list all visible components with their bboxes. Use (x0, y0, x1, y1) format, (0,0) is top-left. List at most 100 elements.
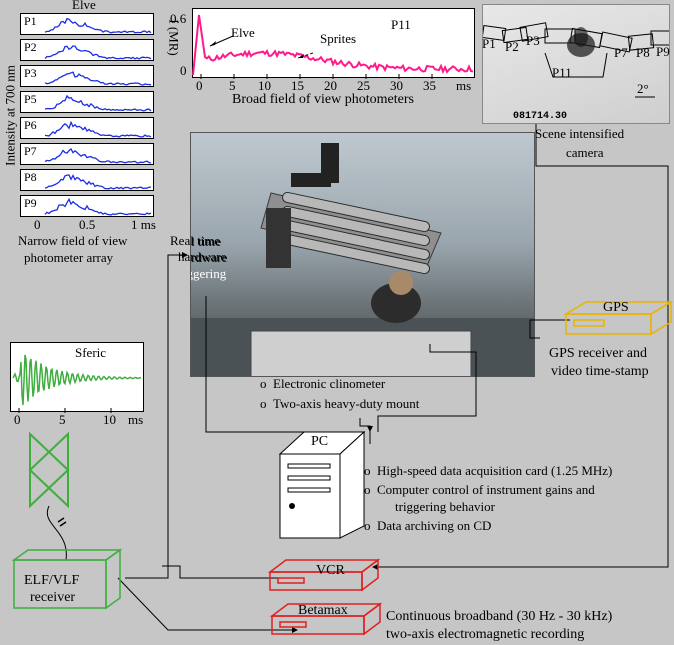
pc-item-2: o Computer control of instrument gains a… (364, 482, 595, 497)
narrow-panel-trace-svg (44, 120, 152, 138)
gps-device (563, 300, 674, 336)
narrow-panel-trace-svg (44, 94, 152, 112)
trigger-line-1-outer: Real time (170, 233, 221, 248)
narrow-panel-trace-svg (44, 174, 152, 190)
gps-caption-1: GPS receiver and (549, 346, 647, 361)
narrow-panel-p9: P9 (20, 195, 154, 217)
camera-caption-2: camera (566, 145, 604, 160)
camera-fov-p8: P8 (636, 45, 650, 60)
broad-caption: Broad field of view photometers (232, 92, 414, 107)
narrow-panel-trace-svg (44, 71, 152, 86)
receiver-device (11, 548, 123, 610)
camera-timestamp: 081714.30 (513, 111, 568, 122)
trigger-line-2: hardware (191, 250, 228, 265)
sferic-label: Sferic (75, 345, 107, 360)
mount-item-2-text: Two-axis heavy-duty mount (273, 396, 420, 411)
broad-xtick-10: 10 (258, 78, 271, 93)
betamax-label: Betamax (298, 603, 348, 618)
receiver-line-2: receiver (30, 590, 76, 605)
sferic-xtick-ms: ms (128, 412, 144, 427)
broad-label-sprites: Sprites (320, 31, 357, 46)
broad-plot-svg (192, 14, 474, 79)
broad-ytick-top: 0.6 (170, 11, 187, 26)
narrow-panel-label: P8 (24, 170, 37, 184)
broad-xtick-20: 20 (324, 78, 337, 93)
pc-item-3-text: Data archiving on CD (377, 518, 492, 533)
mount-item-1: o Electronic clinometer (260, 376, 386, 391)
narrow-panel-p6: P6 (20, 117, 154, 139)
broad-xtick-ms: ms (456, 78, 472, 93)
camera-label-p11: P11 (552, 65, 572, 80)
narrow-panel-trace-svg (44, 45, 152, 60)
narrow-caption-2: photometer array (24, 250, 114, 265)
narrow-panel-trace (44, 174, 152, 190)
narrow-panel-p3: P3 (20, 65, 154, 87)
narrow-panel-trace (44, 71, 152, 86)
trigger-line-2-outer: hardware (178, 249, 227, 264)
trigger-line-1: Real time (191, 234, 222, 249)
narrow-panel-trace-svg (44, 17, 152, 34)
broad-trace-line (192, 14, 474, 76)
broad-xtick-0: 0 (196, 78, 203, 93)
sferic-plot-frame: Sferic (10, 342, 144, 413)
receiver-line-1: ELF/VLF (24, 573, 80, 588)
sferic-xtick-5: 5 (59, 412, 66, 427)
pc-item-2b: triggering behavior (395, 499, 495, 514)
sferic-trace-line (12, 354, 142, 406)
narrow-panel-trace (44, 94, 152, 112)
narrow-panel-label: P3 (24, 66, 37, 80)
mount-item-2: o Two-axis heavy-duty mount (260, 396, 420, 411)
vcr-device (267, 558, 381, 592)
antenna-icon (28, 431, 70, 561)
pc-label: PC (311, 434, 329, 449)
narrow-panel-trace (44, 148, 152, 164)
gps-caption-2: video time-stamp (551, 364, 649, 379)
narrow-tick-0: 0 (34, 217, 41, 232)
narrow-tick-05: 0.5 (79, 217, 96, 232)
broad-xtick-5: 5 (229, 78, 236, 93)
broad-label-elve: Elve (231, 25, 255, 40)
narrow-panel-trace-svg (44, 197, 152, 216)
camera-fov-p2: P2 (505, 39, 519, 54)
broad-xtick-30: 30 (390, 78, 403, 93)
trigger-line-3: triggering (191, 266, 227, 281)
narrow-panel-trace-svg (44, 148, 152, 164)
narrow-panel-p1: P1 (20, 13, 154, 35)
narrow-panel-p2: P2 (20, 39, 154, 61)
narrow-panel-trace (44, 197, 152, 216)
broad-label-channel: P11 (391, 17, 411, 32)
narrow-panel-p8: P8 (20, 169, 154, 191)
narrow-caption-1: Narrow field of view (18, 233, 128, 248)
sferic-xtick-0: 0 (14, 412, 21, 427)
camera-fov-p1: P1 (482, 36, 496, 51)
camera-fov-p7: P7 (614, 45, 628, 60)
camera-scale: 2° (637, 81, 649, 96)
narrow-panel-label: P6 (24, 118, 37, 132)
narrow-panel-label: P9 (24, 196, 37, 210)
pc-item-1-text: High-speed data acquisition card (1.25 M… (377, 463, 613, 478)
camera-fov-p9: P9 (656, 44, 670, 59)
broad-xtick-35: 35 (423, 78, 436, 93)
mount-item-1-text: Electronic clinometer (273, 376, 386, 391)
broad-xtick-25: 25 (357, 78, 370, 93)
narrow-panel-p5: P5 (20, 91, 154, 113)
camera-caption-1: Scene intensified (535, 126, 625, 141)
pc-item-1: o High-speed data acquisition card (1.25… (364, 463, 613, 478)
pc-item-3: o Data archiving on CD (364, 518, 492, 533)
camera-image: P11 2° 081714.30 (482, 4, 670, 124)
broad-ytick-bottom: 0 (180, 63, 187, 78)
betamax-device (269, 602, 383, 636)
instrument-photo: Real time hardware triggering (190, 132, 535, 377)
narrow-panel-label: P2 (24, 40, 37, 54)
betamax-caption-1: Continuous broadband (30 Hz - 30 kHz) (386, 609, 613, 624)
pc-item-2-text: Computer control of instrument gains and (377, 482, 595, 497)
narrow-panel-label: P5 (24, 92, 37, 106)
narrow-tick-1: 1 ms (131, 217, 156, 232)
betamax-caption-2: two-axis electromagnetic recording (386, 627, 585, 642)
vcr-label: VCR (316, 563, 345, 578)
gps-label: GPS (603, 300, 629, 315)
narrow-panel-label: P1 (24, 14, 37, 28)
camera-fov-p3: P3 (526, 33, 540, 48)
narrow-panel-p7: P7 (20, 143, 154, 165)
